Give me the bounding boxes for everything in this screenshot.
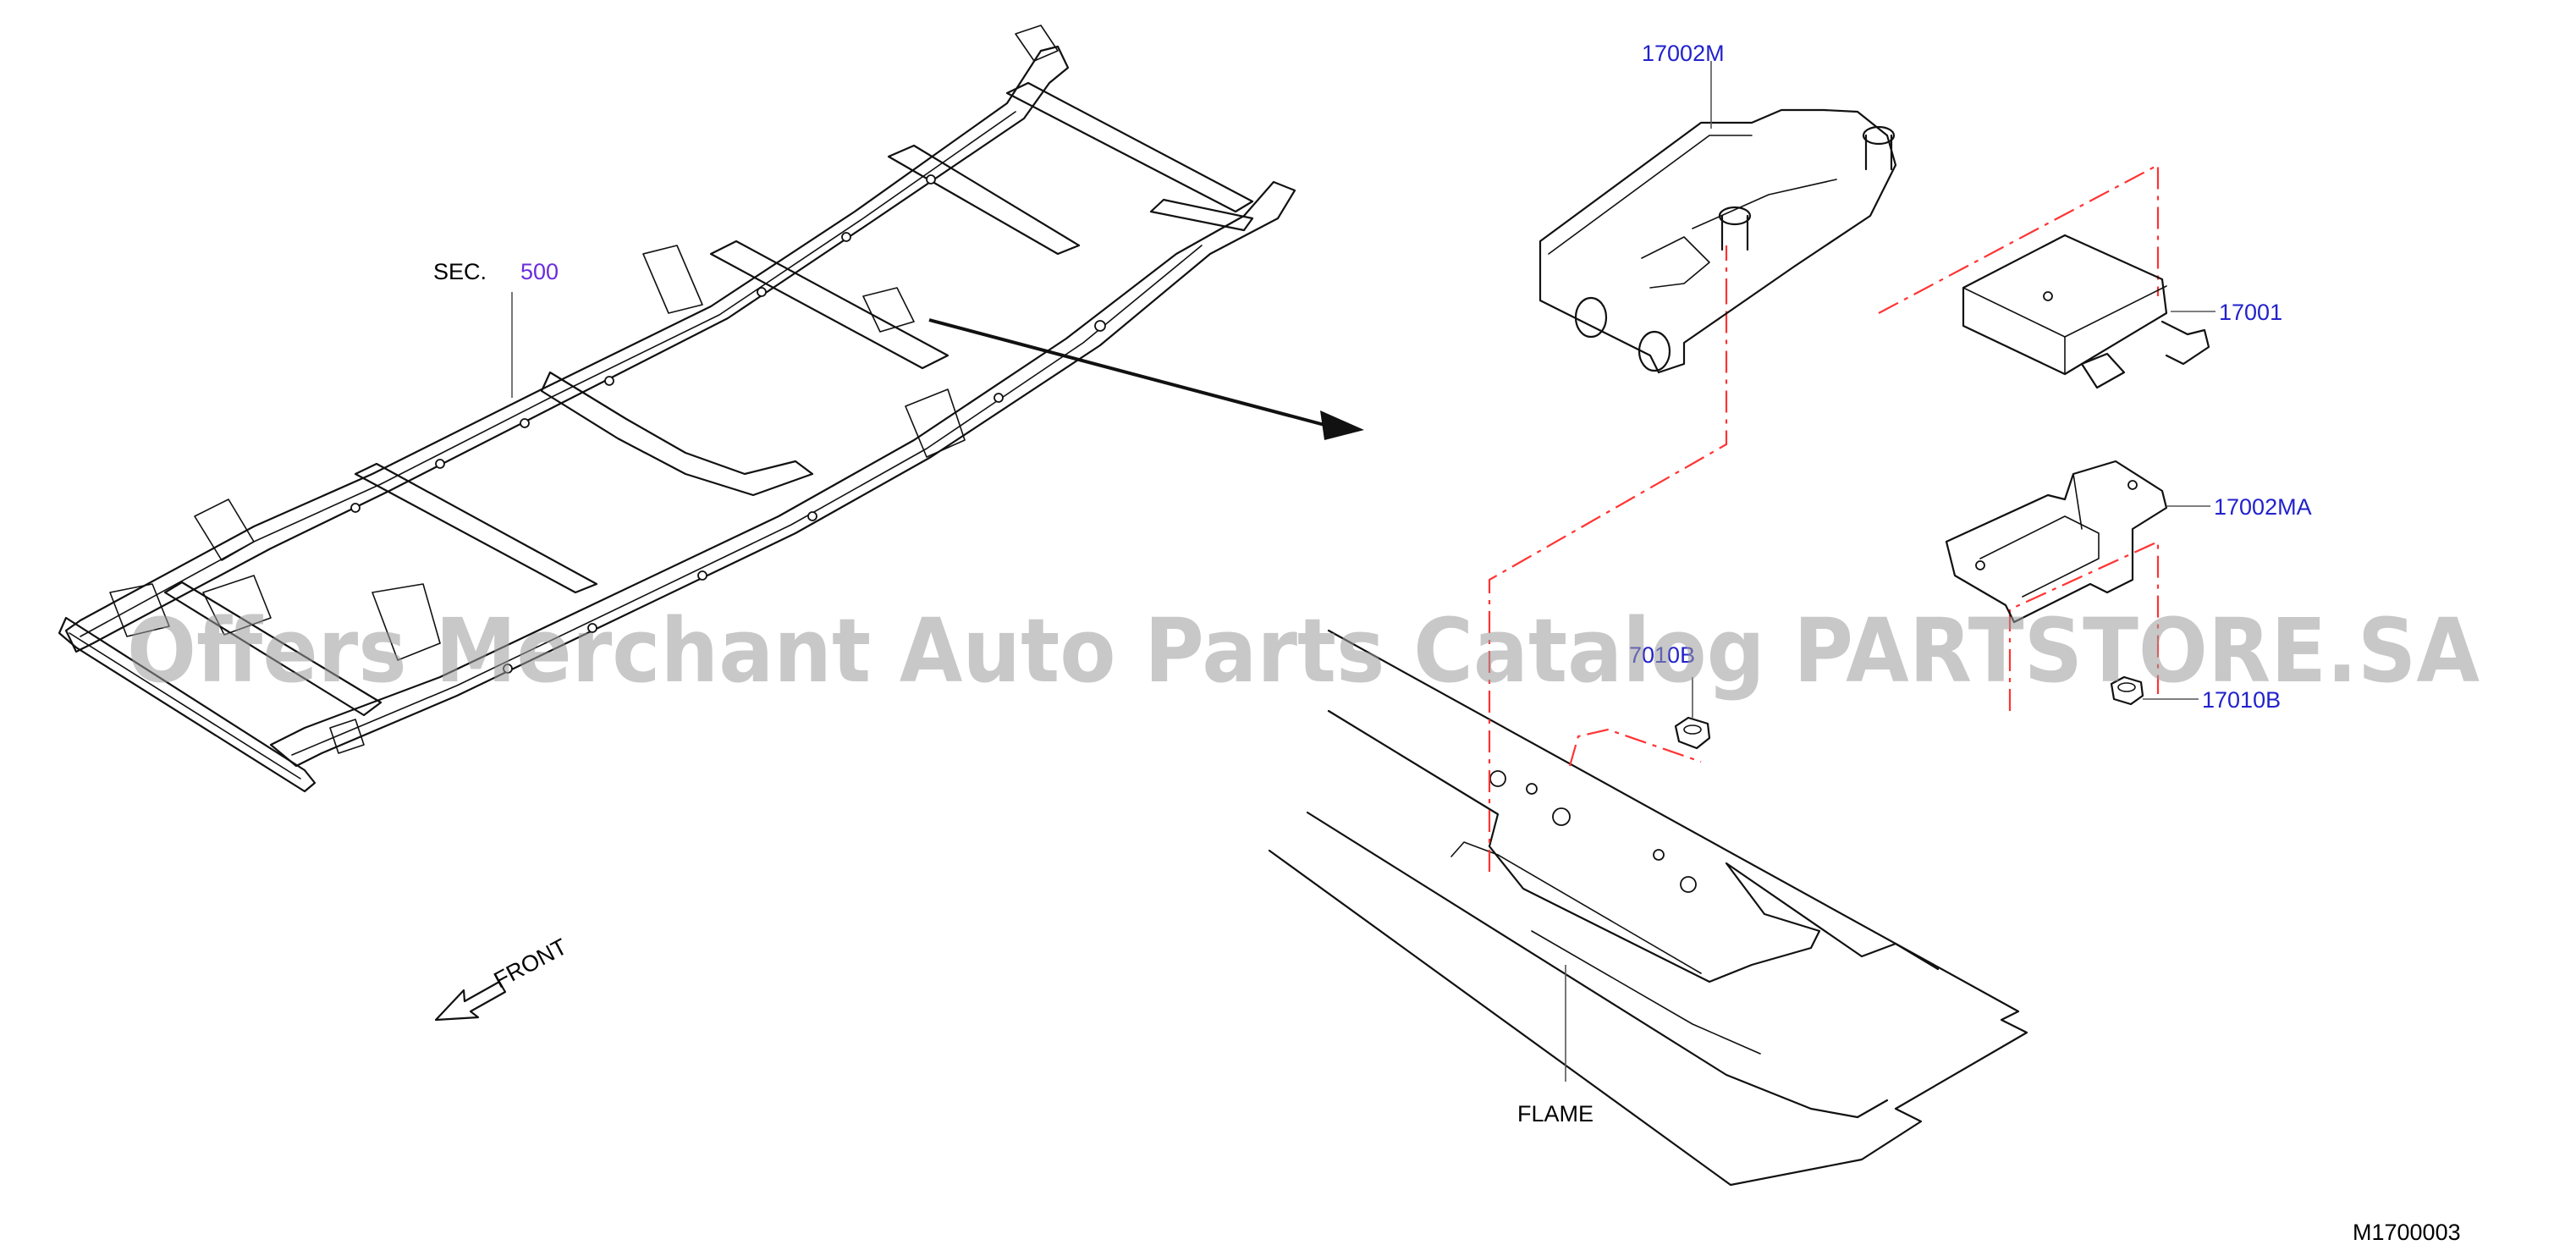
watermark-text: Offers Merchant Auto Parts Catalog PARTS… <box>127 599 2480 702</box>
sensor-module-17001: 17001 <box>1962 234 2282 389</box>
front-direction-indicator: FRONT <box>434 934 571 1022</box>
detail-pointer-arrow <box>928 318 1364 440</box>
bracket-cover-17002M: 17002M <box>1538 41 1897 374</box>
assembly-phantom-lines <box>1488 163 2160 872</box>
sensor-part-number: 17001 <box>2219 300 2282 325</box>
nut-17010B-left: 7010B <box>1629 642 1711 750</box>
sec-prefix-label: SEC. <box>433 259 487 284</box>
frame-label: FLAME <box>1517 1101 1593 1127</box>
bracket-part-number: 17002M <box>1642 41 1725 66</box>
vehicle-frame-drawing <box>58 25 1296 793</box>
frame-rail-detail: FLAME <box>1268 629 2028 1187</box>
mount-part-number: 17002MA <box>2214 494 2312 520</box>
frame-holes <box>350 174 1106 674</box>
diagram-code: M1700003 <box>2353 1220 2461 1245</box>
front-arrow-icon <box>434 980 507 1022</box>
section-reference: SEC. 500 <box>433 259 559 398</box>
nut-17010B-right: 17010B <box>2110 675 2281 713</box>
mount-bracket-17002MA: 17002MA <box>1945 460 2312 624</box>
nut-right-part-number: 17010B <box>2202 687 2281 713</box>
sec-number-label: 500 <box>520 259 559 284</box>
nut-left-part-number: 7010B <box>1629 642 1695 668</box>
front-label: FRONT <box>490 934 571 993</box>
